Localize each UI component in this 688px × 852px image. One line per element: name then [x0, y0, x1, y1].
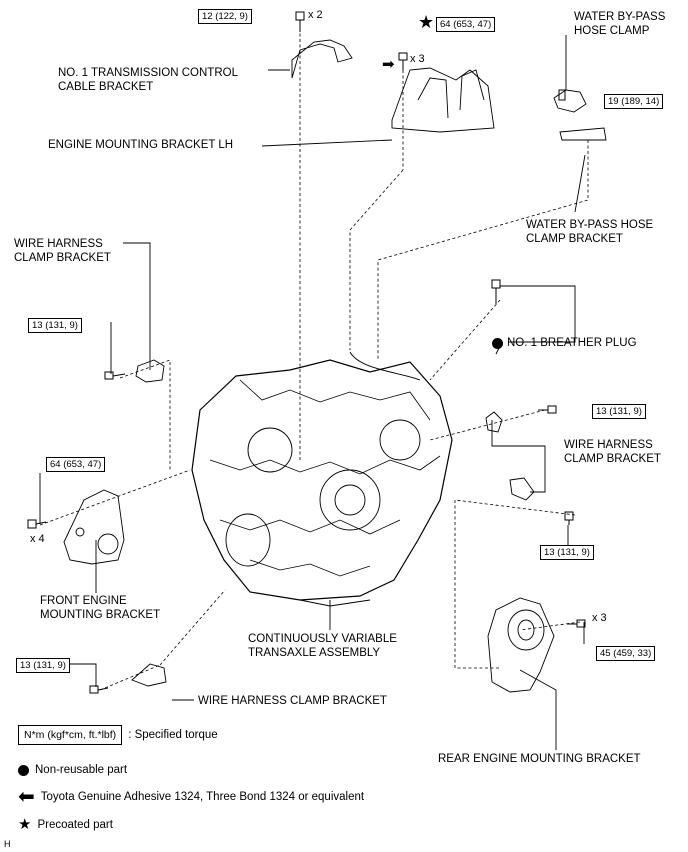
label-engine-mount-lh: ENGINE MOUNTING BRACKET LH — [48, 139, 234, 151]
legend-non-reusable: Non-reusable part — [18, 764, 127, 776]
label-cvt-assembly: CONTINUOUSLY VARIABLE TRANSAXLE ASSEMBLY — [248, 633, 397, 659]
star-icon: ★ — [418, 12, 435, 32]
torque-box: 13 (131, 9) — [16, 658, 70, 673]
adhesive-arrow-icon: ➡ — [382, 56, 395, 73]
legend-torque-text: : Specified torque — [128, 729, 218, 741]
torque-box: 45 (459, 33) — [596, 646, 656, 661]
legend-adhesive: ⬅ Toyota Genuine Adhesive 1324, Three Bo… — [18, 786, 365, 808]
label-breather-plug: NO. 1 BREATHER PLUG — [492, 336, 637, 350]
star-icon: ★ — [18, 816, 32, 833]
non-reusable-dot-icon — [492, 337, 503, 349]
corner-letter: H — [4, 839, 11, 849]
label-water-clamp: WATER BY-PASS HOSE CLAMP — [574, 11, 666, 37]
legend-torque-box: N*m (kgf*cm, ft.*lbf) — [18, 725, 123, 745]
legend-torque: N*m (kgf*cm, ft.*lbf) : Specified torque — [18, 725, 218, 745]
torque-box: 13 (131, 9) — [592, 404, 646, 419]
torque-box: 64 (653, 47) — [436, 17, 496, 32]
label-rear-engine-mount: REAR ENGINE MOUNTING BRACKET — [438, 753, 641, 765]
legend-precoated-text: Precoated part — [37, 819, 113, 831]
torque-box: 19 (189, 14) — [604, 94, 664, 109]
legend-non-reusable-text: Non-reusable part — [35, 764, 128, 776]
torque-box: 12 (122, 9) — [198, 9, 252, 24]
breather-plug-text: NO. 1 BREATHER PLUG — [507, 337, 637, 349]
quantity-x3: x 3 — [410, 53, 425, 65]
quantity-x2: x 2 — [308, 9, 323, 21]
non-reusable-dot-icon — [18, 764, 29, 776]
torque-box: 64 (653, 47) — [46, 457, 106, 472]
label-water-clamp-bracket: WATER BY-PASS HOSE CLAMP BRACKET — [526, 219, 654, 245]
quantity-x3: x 3 — [592, 612, 607, 624]
torque-box: 13 (131, 9) — [28, 318, 82, 333]
quantity-x4: x 4 — [30, 533, 45, 545]
label-front-engine-mount: FRONT ENGINE MOUNTING BRACKET — [40, 595, 161, 621]
label-wire-clamp-bracket-left: WIRE HARNESS CLAMP BRACKET — [14, 238, 111, 264]
legend-precoated: ★ Precoated part — [18, 816, 113, 833]
legend-adhesive-text: Toyota Genuine Adhesive 1324, Three Bond… — [40, 791, 365, 803]
torque-box: 13 (131, 9) — [540, 545, 594, 560]
label-wire-clamp-bracket-right: WIRE HARNESS CLAMP BRACKET — [564, 439, 661, 465]
label-cable-bracket: NO. 1 TRANSMISSION CONTROL CABLE BRACKET — [58, 67, 238, 93]
adhesive-arrow-icon: ⬅ — [18, 786, 35, 808]
label-wire-clamp-bracket-bottom: WIRE HARNESS CLAMP BRACKET — [198, 695, 387, 707]
